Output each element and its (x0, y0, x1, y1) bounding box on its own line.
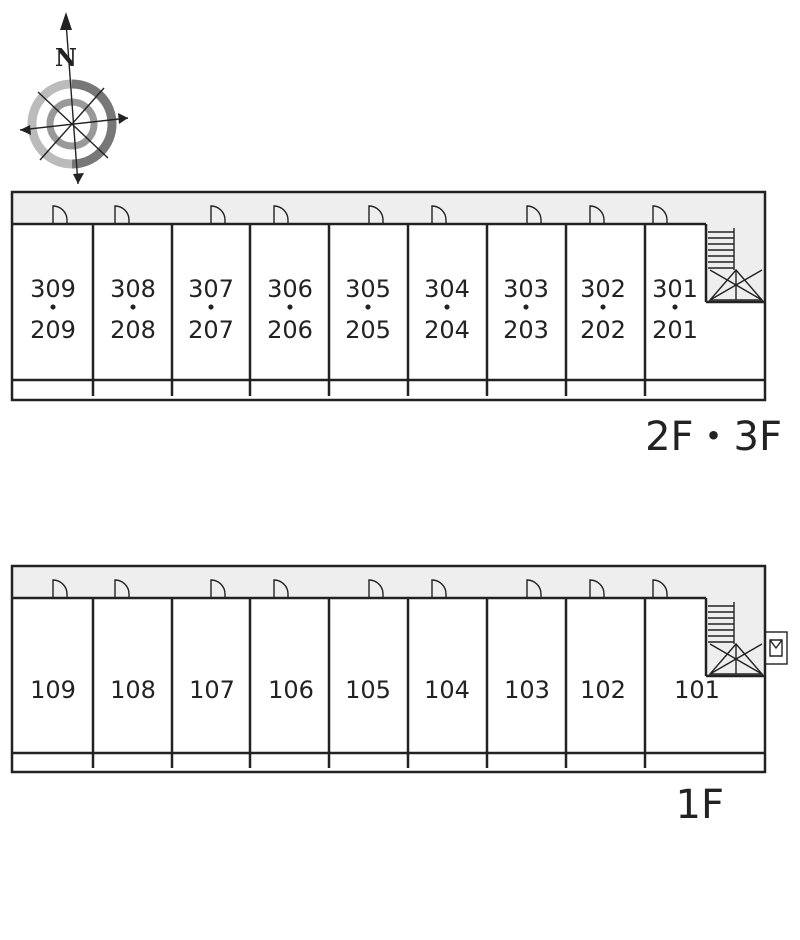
floor-plan-ground: 109 108 107 106 105 104 103 102 101 1F (10, 564, 788, 828)
room-label: 105 (345, 676, 391, 704)
room-label: 104 (424, 676, 470, 704)
room-label-sep: ・ (121, 294, 145, 322)
room-label-sep: ・ (278, 294, 302, 322)
compass-ns-axis (65, 21, 79, 185)
room-label-sep: ・ (199, 294, 223, 322)
room-label: 205 (345, 316, 391, 344)
room-label-sep: ・ (356, 294, 380, 322)
room-label: 106 (268, 676, 314, 704)
room-label: 307 (188, 275, 234, 303)
mailbox-icon (764, 631, 788, 665)
room-labels-ground: 109 108 107 106 105 104 103 102 101 (30, 676, 720, 704)
room-label-sep: ・ (591, 294, 615, 322)
room-label: 308 (110, 275, 156, 303)
floor-label-ground: 1F (676, 782, 724, 828)
room-label: 101 (674, 676, 720, 704)
room-label: 108 (110, 676, 156, 704)
compass-ew-axis (19, 117, 129, 131)
staircase-upper (708, 228, 764, 301)
room-label: 304 (424, 275, 470, 303)
north-arrow-icon (60, 12, 72, 30)
room-label: 102 (580, 676, 626, 704)
room-label: 306 (267, 275, 313, 303)
north-label: N (55, 43, 77, 72)
room-label: 107 (189, 676, 235, 704)
room-label: 309 (30, 275, 76, 303)
building-outline-upper (10, 190, 767, 402)
corridor-upper (12, 192, 765, 224)
east-arrow-icon (118, 113, 128, 124)
room-label-sep: ・ (435, 294, 459, 322)
room-label: 203 (503, 316, 549, 344)
unit-dividers-upper (91, 224, 647, 396)
room-label: 301 (652, 275, 698, 303)
room-label: 204 (424, 316, 470, 344)
room-label: 201 (652, 316, 698, 344)
room-labels-upper: 309 ・ 209 308 ・ 208 307 ・ 207 306 ・ 206 … (30, 275, 698, 344)
doors-ground (52, 579, 668, 598)
room-label: 109 (30, 676, 76, 704)
west-arrow-icon (20, 125, 31, 135)
room-label: 207 (188, 316, 234, 344)
room-label: 303 (503, 275, 549, 303)
compass-dark-arc (71, 79, 117, 169)
corridor-ground (12, 566, 765, 598)
room-label: 302 (580, 275, 626, 303)
room-label: 206 (267, 316, 313, 344)
compass-diag-1 (37, 91, 109, 159)
building-outline-ground (10, 564, 767, 774)
room-label-sep: ・ (41, 294, 65, 322)
floor-label-upper: 2F・3F (645, 414, 782, 460)
room-label-sep: ・ (663, 294, 687, 322)
room-label: 209 (30, 316, 76, 344)
room-label-sep: ・ (514, 294, 538, 322)
doors-upper (52, 205, 668, 224)
room-label: 103 (504, 676, 550, 704)
compass: N (19, 12, 129, 185)
south-arrow-icon (73, 173, 84, 184)
staircase-ground (708, 602, 764, 675)
unit-dividers-ground (91, 598, 647, 768)
floor-plan-upper: 309 ・ 209 308 ・ 208 307 ・ 207 306 ・ 206 … (10, 190, 782, 460)
room-label: 208 (110, 316, 156, 344)
room-label: 202 (580, 316, 626, 344)
compass-diag-2 (39, 87, 105, 161)
room-label: 305 (345, 275, 391, 303)
